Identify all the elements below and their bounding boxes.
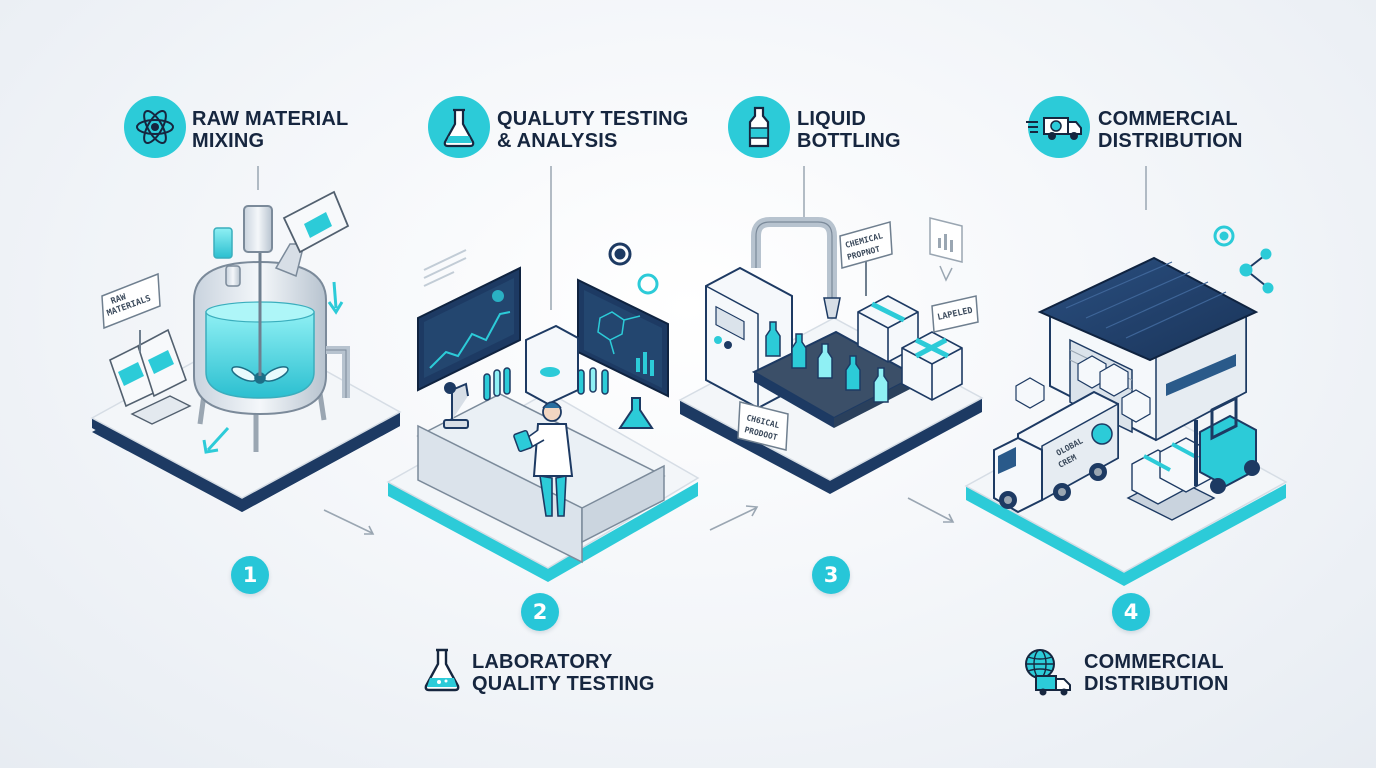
- forklift: [1194, 395, 1260, 494]
- lab-scene: [416, 242, 669, 564]
- step-number-1: 1: [231, 556, 269, 594]
- arrow-icon: [202, 281, 344, 454]
- boxes: [857, 295, 963, 401]
- bottom-label-lab-line1: LABORATORY: [472, 651, 613, 673]
- test-tubes-icon: [483, 367, 609, 401]
- step-number-4: 4: [1112, 593, 1150, 631]
- stirrer-icon: [231, 366, 289, 384]
- analyzer-machine: [525, 324, 579, 406]
- badge-atom-icon: [124, 96, 186, 158]
- chart-card-icon: [929, 217, 963, 282]
- chemical-product-sign-top: CHEMICAL PROPNOT: [839, 221, 893, 296]
- warehouse-scene: OLOBAL CREM: [993, 225, 1274, 521]
- flow-arrow-1-2: [323, 509, 375, 535]
- leader-lines: [257, 166, 1147, 310]
- badge-flask-icon: [428, 96, 490, 158]
- stage-3-title-line1: LIQUID: [797, 108, 866, 130]
- mixing-tank: [193, 190, 350, 454]
- bottle-icon: [765, 321, 889, 403]
- stage-2-title-line1: QUALUTY TESTING: [497, 108, 689, 130]
- stage-1-title-line2: MIXING: [192, 130, 265, 152]
- gear-icon: [608, 242, 659, 295]
- bottom-flask-icon: [424, 648, 460, 692]
- stage-1-title: RAW MATERIAL MIXING: [192, 108, 348, 152]
- stage-2-title: QUALUTY TESTING & ANALYSIS: [497, 108, 689, 152]
- stage-1-title-line1: RAW MATERIAL: [192, 108, 349, 130]
- delivery-truck: OLOBAL CREM: [993, 390, 1119, 514]
- step-number-2: 2: [521, 593, 559, 631]
- bottom-label-distribution-line1: COMMERCIAL: [1084, 651, 1224, 673]
- pallet-boxes: [1126, 437, 1216, 521]
- scientist-figure: [513, 401, 574, 517]
- material-bag-icon: [282, 190, 350, 254]
- chemical-product-sign-bottom: CH6ICAL PRODOOT: [737, 401, 789, 451]
- bottom-label-distribution-line2: DISTRIBUTION: [1084, 673, 1229, 695]
- bottling-line: CHEMICAL PROPNOT LAPELED CH6ICAL PRODOOT: [705, 217, 979, 451]
- stage-4-title-line1: COMMERCIAL: [1098, 108, 1238, 130]
- stage-4-title: COMMERCIAL DISTRIBUTION: [1098, 108, 1243, 152]
- globe-logo-icon: [1091, 423, 1113, 445]
- gear-network-icon: [1213, 225, 1274, 294]
- raw-material-bags: [109, 328, 192, 425]
- bottom-label-lab-line2: QUALITY TESTING: [472, 673, 655, 695]
- step-number-3: 3: [812, 556, 850, 594]
- stage-3-title: LIQUID BOTTLING: [797, 108, 901, 152]
- flow-arrow-3-4: [907, 497, 955, 523]
- microscope-icon: [443, 382, 469, 429]
- flow-arrow-2-3: [709, 505, 759, 531]
- bottom-globe-truck-icon: [1025, 649, 1071, 696]
- stage-2-title-line2: & ANALYSIS: [497, 130, 618, 152]
- bottom-label-distribution: COMMERCIAL DISTRIBUTION: [1084, 651, 1229, 695]
- badge-delivery-truck-icon: [1026, 96, 1090, 158]
- badge-bottle-icon: [728, 96, 790, 158]
- flask-icon: [618, 397, 654, 429]
- molecule-icon: [597, 311, 641, 355]
- flow-arrows: [323, 497, 955, 535]
- bottom-label-lab-testing: LABORATORY QUALITY TESTING: [472, 651, 655, 695]
- stage-4-title-line2: DISTRIBUTION: [1098, 130, 1243, 152]
- chart-line-icon: [429, 311, 511, 369]
- labeled-sign: LAPELED: [931, 295, 979, 333]
- stage-3-title-line2: BOTTLING: [797, 130, 901, 152]
